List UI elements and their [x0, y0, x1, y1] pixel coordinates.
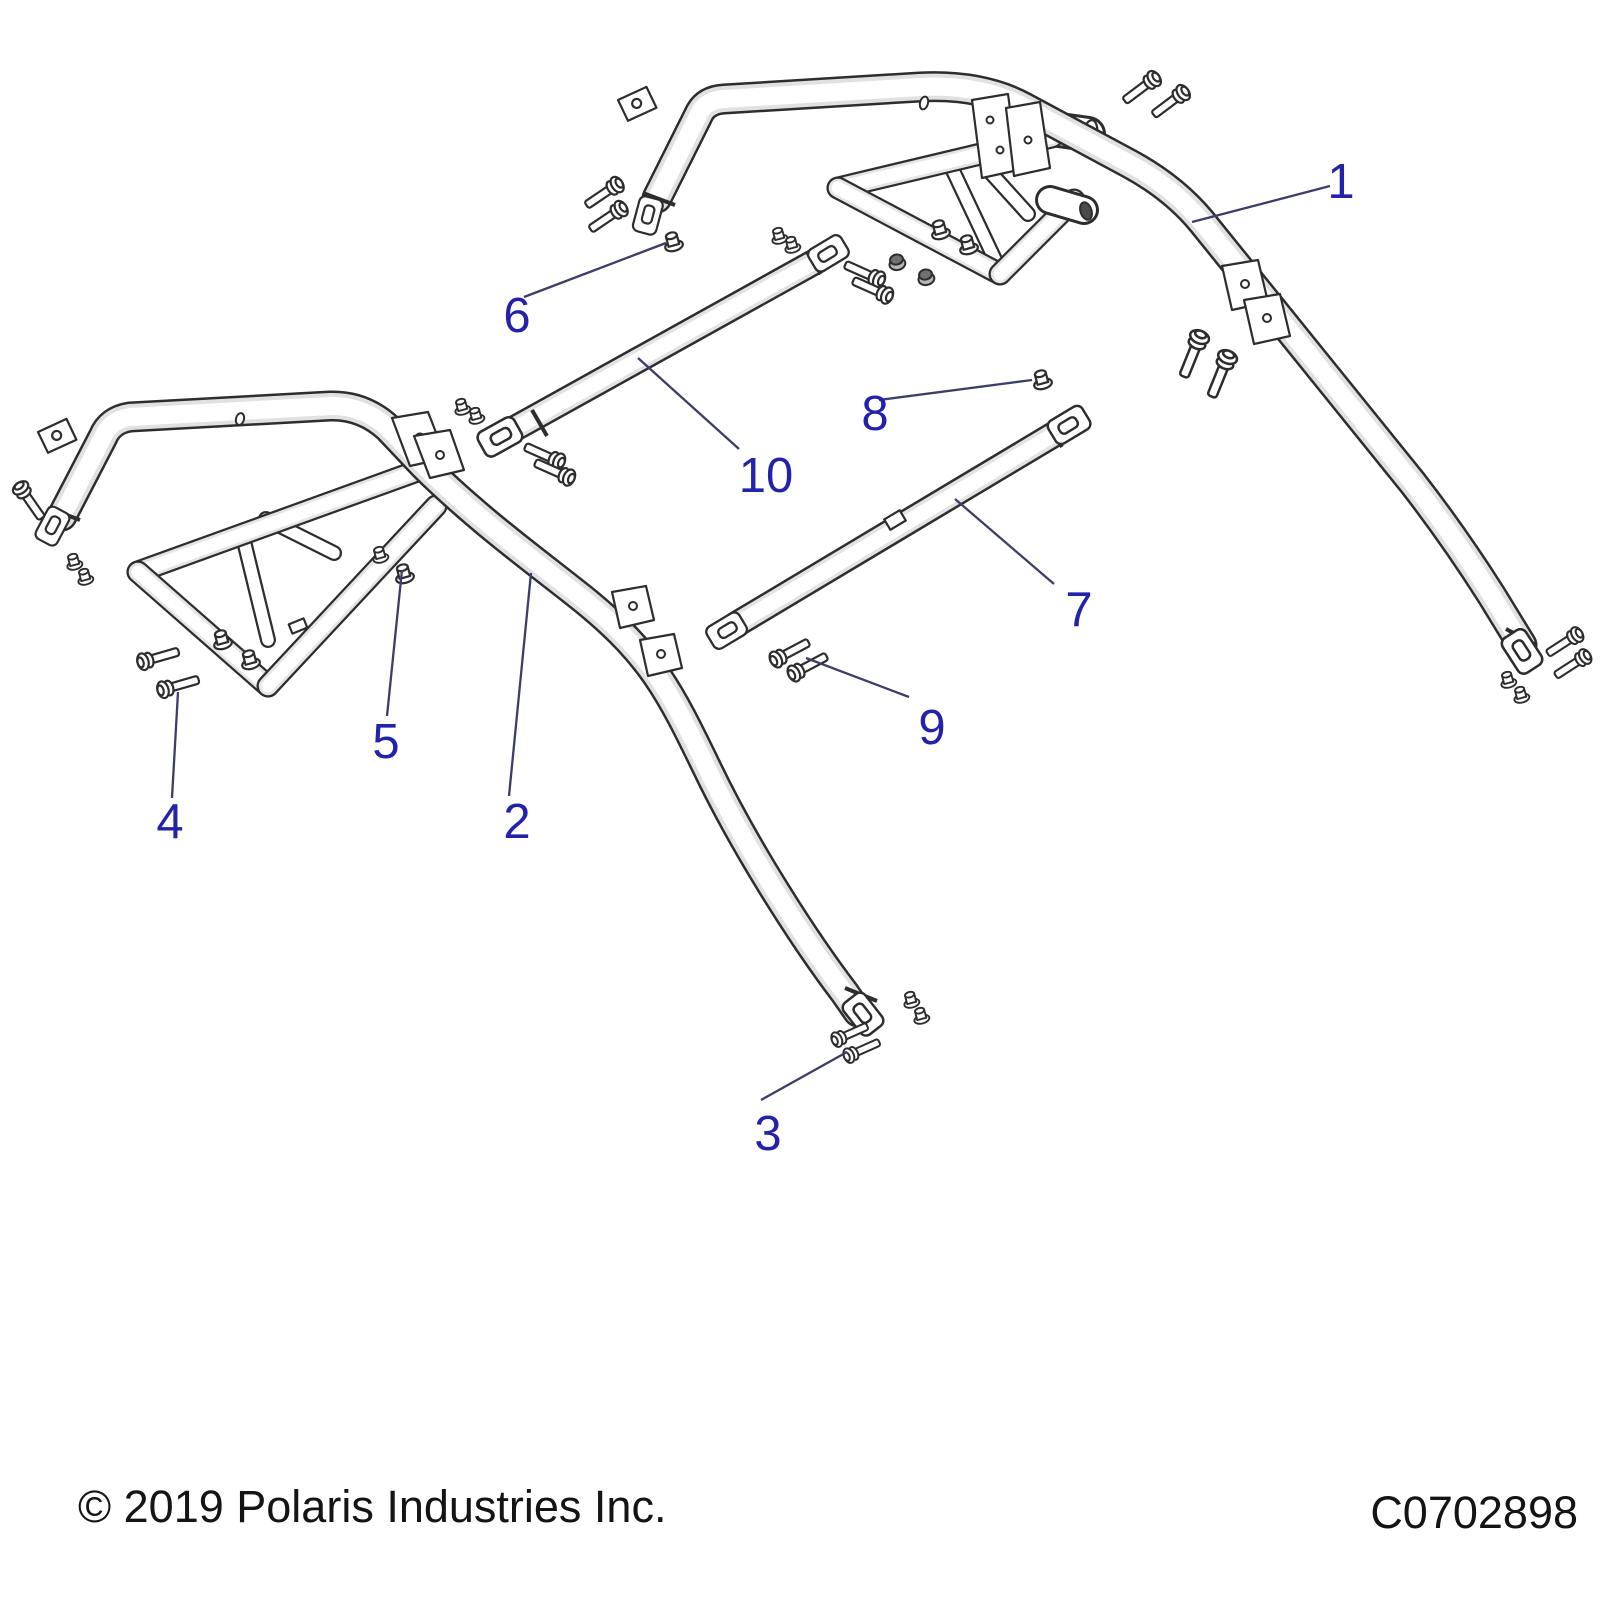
leader-line-5	[385, 569, 404, 717]
callout-5[interactable]: 5	[372, 569, 404, 769]
nut-icon	[391, 561, 417, 587]
leader-line-9	[805, 656, 910, 699]
nut-icon	[660, 229, 686, 255]
callout-10[interactable]: 10	[637, 357, 794, 503]
pillar-mid-bracket-hole	[628, 601, 638, 611]
leader-line-8	[878, 378, 1033, 402]
crossbar-bracket-2-hole	[435, 450, 445, 460]
callout-4[interactable]: 4	[156, 691, 184, 849]
left-truss-brace-fill	[243, 537, 268, 640]
nut-icon	[1497, 669, 1519, 691]
callout-1-label[interactable]: 1	[1327, 155, 1354, 209]
cross-tube-10-fill	[512, 260, 818, 430]
leader-line-1	[1191, 184, 1331, 224]
right-frame-rail-shade	[657, 87, 1522, 645]
nut-icon	[451, 396, 473, 418]
bolt-icon	[9, 477, 50, 525]
mount-plate-hole	[985, 115, 995, 125]
nut-icon	[1029, 367, 1055, 393]
callout-9[interactable]: 9	[805, 656, 946, 755]
cap-nut-icon	[915, 267, 937, 288]
callouts: 1 2 3 4 5 6 7 8	[156, 155, 1354, 1161]
mount-plate-2-hole	[1023, 135, 1033, 145]
tube-end-band-5	[530, 409, 549, 437]
tube-clip	[883, 509, 907, 531]
callout-8[interactable]: 8	[861, 378, 1033, 441]
copyright-text: © 2019 Polaris Industries Inc.	[78, 1481, 666, 1532]
callout-8-label[interactable]: 8	[861, 387, 888, 441]
mount-tab-icon	[35, 416, 79, 455]
callout-10-label[interactable]: 10	[739, 449, 794, 503]
right-frame-rail	[657, 87, 1522, 645]
bolt-icon	[1173, 326, 1213, 382]
nut-icon	[910, 1005, 932, 1027]
bolt-icon	[1118, 67, 1165, 109]
callout-5-label[interactable]: 5	[372, 715, 399, 769]
callout-7-label[interactable]: 7	[1065, 583, 1092, 637]
callout-2[interactable]: 2	[503, 572, 533, 849]
callout-3[interactable]: 3	[754, 1050, 848, 1161]
nut-icon	[63, 551, 85, 573]
rail-hole	[918, 95, 930, 111]
leader-line-4	[170, 691, 180, 799]
right-cab-frame-part-1	[615, 84, 1547, 678]
tube-mount-boss-fill	[1038, 188, 1096, 222]
callout-4-label[interactable]: 4	[156, 795, 183, 849]
nut-icon	[74, 566, 96, 588]
cap-nut-icon	[886, 252, 908, 273]
callout-6-label[interactable]: 6	[503, 289, 530, 343]
callout-3-label[interactable]: 3	[754, 1107, 781, 1161]
bolt-icon	[1201, 346, 1241, 402]
callout-9-label[interactable]: 9	[918, 701, 945, 755]
boss-socket-hole	[1079, 201, 1093, 221]
nut-icon	[1510, 684, 1532, 706]
part-code: C0702898	[1370, 1487, 1578, 1538]
left-cab-frame-part-2	[32, 406, 888, 1040]
rail-mid-bracket-hole	[1240, 279, 1250, 289]
leader-line-3	[760, 1050, 848, 1102]
callout-1[interactable]: 1	[1191, 155, 1355, 224]
callout-6[interactable]: 6	[503, 241, 667, 343]
leader-line-10	[637, 357, 740, 450]
leader-line-7	[954, 498, 1055, 585]
bolt-icon	[134, 642, 182, 673]
cross-tube-part-10	[473, 231, 853, 461]
mount-tab-icon	[615, 84, 659, 123]
right-frame-rail-fill	[657, 87, 1522, 645]
rail-mid-bracket-2-hole	[1262, 313, 1272, 323]
nut-icon	[900, 989, 922, 1011]
clevis-end-icon	[630, 193, 666, 238]
callout-2-label[interactable]: 2	[503, 795, 530, 849]
callout-7[interactable]: 7	[954, 498, 1093, 637]
leader-line-6	[523, 241, 667, 299]
right-truss-brace-2-fill	[990, 172, 1028, 214]
rail-hole-2	[234, 412, 246, 426]
mount-plate-hole-2	[995, 145, 1005, 155]
cross-tube-part-7	[702, 402, 1095, 653]
leader-line-2	[507, 572, 533, 797]
pillar-mid-bracket-2-hole	[656, 649, 666, 659]
wire-clip	[287, 617, 309, 635]
